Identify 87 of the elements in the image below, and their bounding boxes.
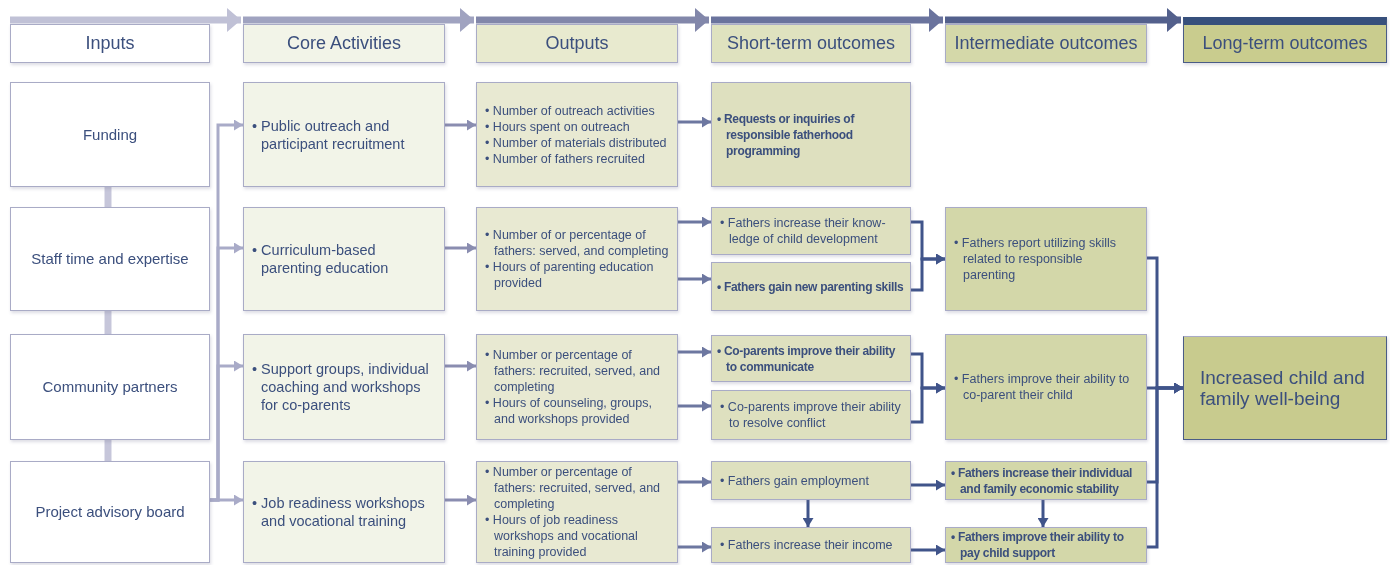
bullet-item: • Job readiness workshops and vocational training bbox=[252, 494, 426, 530]
bullet-item: • Fathers report utilizing skills related to responsible parenting bbox=[954, 235, 1118, 283]
node-label: Funding bbox=[82, 125, 138, 144]
intermediate-outcome-box bbox=[945, 461, 1147, 500]
header-label: Core Activities bbox=[286, 32, 401, 55]
bullet-item: • Fathers increase their individual and family economic stability bbox=[951, 464, 1134, 497]
connector-line bbox=[104, 440, 112, 461]
activity-box bbox=[243, 82, 445, 187]
input-box bbox=[10, 334, 210, 440]
bullet-item: • Hours of parenting education provided bbox=[485, 259, 655, 291]
intermediate-outcome-box bbox=[945, 527, 1147, 563]
short-term-outcome-box bbox=[711, 461, 911, 500]
short-term-outcome-box bbox=[711, 262, 911, 311]
bullet-item: • Number or percentage of fathers: recruited, served, and completing bbox=[485, 464, 662, 512]
output-box bbox=[476, 82, 678, 187]
bullet-item: • Number of fathers recruited bbox=[485, 150, 646, 167]
connector-arrow bbox=[802, 500, 814, 527]
column-header bbox=[945, 24, 1147, 63]
node-label: Staff time and expertise bbox=[31, 250, 189, 268]
bullet-item: • Fathers increase their know-ledge of child development bbox=[720, 215, 887, 247]
connector-line bbox=[104, 311, 112, 334]
activity-box bbox=[243, 207, 445, 311]
bullet-item: • Support groups, individual coaching and workshops for co-parents bbox=[252, 360, 430, 414]
bullet-item: • Number of outreach activities bbox=[485, 102, 656, 119]
bullet-item: • Number or percentage of fathers: recruited, served, and completing bbox=[485, 347, 662, 395]
column-header bbox=[243, 24, 445, 63]
output-box bbox=[476, 207, 678, 311]
header-label: Intermediate outcomes bbox=[954, 32, 1138, 55]
header-label: Long-term outcomes bbox=[1202, 32, 1368, 55]
column-header bbox=[10, 24, 210, 63]
bullet-item: • Co-parents improve their ability to resolve conflict bbox=[720, 399, 902, 431]
connector-line bbox=[104, 187, 112, 207]
connector-arrow bbox=[445, 494, 476, 506]
input-box bbox=[10, 461, 210, 563]
bullet-item: • Curriculum-based parenting education bbox=[252, 241, 390, 277]
short-term-outcome-box bbox=[711, 527, 911, 563]
bullet-item: • Hours of job readiness workshops and vocational training provided bbox=[485, 512, 639, 560]
column-header bbox=[476, 24, 678, 63]
bullet-item: • Number of materials distributed bbox=[485, 134, 668, 151]
output-box bbox=[476, 334, 678, 440]
bullet-item: • Co-parents improve their ability to communicate bbox=[717, 342, 897, 375]
connector-arrow bbox=[678, 216, 711, 228]
connector-arrow bbox=[678, 400, 711, 412]
short-term-outcome-box bbox=[711, 207, 911, 255]
bullet-item: • Fathers improve their ability to pay child support bbox=[951, 529, 1125, 561]
connector-arrow bbox=[678, 346, 711, 358]
node-label: Project advisory board bbox=[35, 503, 185, 521]
output-box bbox=[476, 461, 678, 563]
bullet-item: • Fathers improve their ability to co-parent their child bbox=[954, 371, 1131, 403]
connector-arrow bbox=[911, 544, 945, 556]
connector-arrow bbox=[445, 360, 476, 372]
connector-arrow bbox=[445, 242, 476, 254]
header-label: Short-term outcomes bbox=[726, 32, 896, 55]
connector-arrow bbox=[1037, 500, 1049, 527]
connector-arrow bbox=[1147, 382, 1183, 549]
connector-arrow bbox=[911, 253, 945, 292]
bullet-item: • Fathers gain employment bbox=[720, 472, 870, 489]
activity-box bbox=[243, 334, 445, 440]
connector-arrow bbox=[678, 273, 711, 285]
bullet-item: • Fathers gain new parenting skills bbox=[717, 278, 905, 295]
connector-arrow bbox=[678, 116, 711, 128]
connector-arrow bbox=[678, 541, 711, 553]
bullet-item: • Fathers increase their income bbox=[720, 537, 894, 553]
activity-box bbox=[243, 461, 445, 563]
column-header bbox=[711, 24, 911, 63]
column-header bbox=[1183, 17, 1387, 63]
input-box bbox=[10, 207, 210, 311]
connector-arrow bbox=[678, 476, 711, 488]
bullet-item: • Hours of counseling, groups, and workshops provided bbox=[485, 395, 653, 427]
input-box bbox=[10, 82, 210, 187]
header-label: Inputs bbox=[85, 32, 135, 55]
bullet-item: • Requests or inquiries of responsible fatherhood programming bbox=[717, 110, 856, 159]
long-term-outcome-box bbox=[1183, 336, 1387, 440]
connector-arrow bbox=[445, 119, 476, 131]
intermediate-outcome-box bbox=[945, 207, 1147, 311]
bullet-item: • Hours spent on outreach bbox=[485, 118, 631, 135]
node-label: Increased child and family well-being bbox=[1200, 367, 1366, 409]
bullet-item: • Public outreach and participant recruitment bbox=[252, 116, 406, 153]
bullet-item: • Number of or percentage of fathers: served, and completing bbox=[485, 227, 669, 259]
node-label: Community partners bbox=[42, 378, 178, 396]
header-label: Outputs bbox=[545, 32, 609, 55]
connector-arrow bbox=[911, 479, 945, 491]
short-term-outcome-box bbox=[711, 390, 911, 440]
intermediate-outcome-box bbox=[945, 334, 1147, 440]
connector-arrow bbox=[911, 382, 945, 424]
short-term-outcome-box bbox=[711, 335, 911, 382]
short-term-outcome-box bbox=[711, 82, 911, 187]
